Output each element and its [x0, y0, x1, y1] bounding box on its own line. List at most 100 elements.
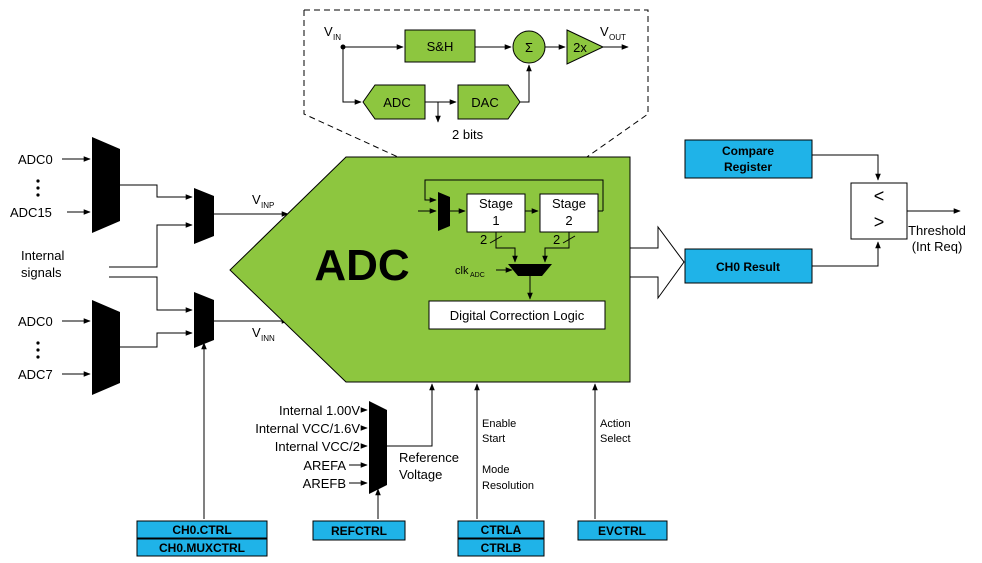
sh-block [404, 29, 476, 63]
compare-register-line2: Register [724, 160, 772, 174]
stage1-line1: Stage [479, 196, 513, 211]
ctrla-signal-start: Start [482, 433, 505, 445]
vinn-label: V INN [252, 325, 275, 343]
ellipsis-dot [36, 341, 40, 345]
ref-option-arefb: AREFB [303, 476, 346, 491]
gain-label: 2x [573, 40, 587, 55]
zoom-dac-label: DAC [471, 95, 498, 110]
zoom-vin-label: V IN [324, 24, 341, 42]
zoom-vin: V [324, 24, 333, 39]
refctrl-register [312, 520, 406, 541]
vinp-sub: INP [261, 201, 274, 210]
ctrla-signal-mode: Mode [482, 464, 510, 476]
evctrl-signal-select: Select [600, 433, 631, 445]
ctrla-signal-enable: Enable [482, 418, 516, 430]
bus1-width: 2 [480, 232, 487, 247]
wire-stage-feedback [424, 179, 604, 203]
ref-option-1v: Internal 1.00V [279, 403, 360, 418]
result-output-arrow [629, 225, 685, 300]
ellipsis-dot [36, 355, 40, 359]
threshold-line1: Threshold [908, 223, 966, 238]
zoom-adc-label: ADC [383, 95, 410, 110]
comparator-lt: < [874, 186, 885, 206]
compare-register-line1: Compare [722, 144, 774, 158]
ch0-muxctrl-label: CH0.MUXCTRL [159, 541, 245, 555]
stage-input-mux [438, 192, 450, 231]
stage2-line1: Stage [552, 196, 586, 211]
ref-option-vcc2: Internal VCC/2 [275, 439, 360, 454]
sum-label: Σ [525, 40, 533, 55]
ch0-result-label: CH0 Result [716, 260, 780, 274]
ref-option-arefa: AREFA [303, 458, 346, 473]
stage2-line2: 2 [565, 213, 572, 228]
inn-mux [194, 292, 214, 348]
reference-label-line2: Voltage [399, 467, 442, 482]
clk-sub: ADC [470, 272, 485, 279]
wire-result-compare [812, 241, 881, 267]
wire-reference [387, 383, 435, 447]
compare-register [684, 139, 813, 179]
stage1-line2: 1 [492, 213, 499, 228]
bottom-input-mux [92, 300, 120, 395]
vinn-sub: INN [261, 334, 275, 343]
clk-adc-label: clk ADC [455, 265, 485, 279]
internal-signals-line1: Internal [21, 248, 64, 263]
gain-amplifier [566, 29, 605, 65]
ctrla-label: CTRLA [481, 523, 522, 537]
input-adc15: ADC15 [10, 205, 52, 220]
ellipsis-dot [36, 179, 40, 183]
adc-title: ADC [314, 241, 409, 290]
wire-dac-sum [520, 64, 532, 103]
evctrl-signal-action: Action [600, 418, 631, 430]
zoom-vin-sub: IN [333, 33, 341, 42]
threshold-line2: (Int Req) [912, 239, 963, 254]
wire-bottom-mux-inn [120, 330, 193, 348]
wire-internal-inp [109, 222, 193, 268]
ch0-muxctrl-register [136, 538, 268, 557]
stage1-block [466, 193, 526, 233]
zoom-bits-label: 2 bits [452, 127, 484, 142]
stage2-block [539, 193, 599, 233]
ctrla-register [457, 520, 545, 539]
wire-compare-reg [812, 154, 881, 181]
input-adc7: ADC7 [18, 367, 53, 382]
reference-label-line1: Reference [399, 450, 459, 465]
ch0-ctrl-label: CH0.CTRL [172, 523, 231, 537]
digital-correction-block [428, 300, 606, 330]
ch0-ctrl-register [136, 520, 268, 539]
adc-main-block [229, 156, 631, 383]
vinp-v: V [252, 192, 261, 207]
input-adc0-bottom: ADC0 [18, 314, 53, 329]
vinn-v: V [252, 325, 261, 340]
ref-option-vcc16: Internal VCC/1.6V [255, 421, 360, 436]
wire-vin-adc [342, 47, 362, 105]
comparator-gt: > [874, 212, 885, 232]
ch0-result-register [684, 248, 813, 284]
ellipsis-dot [36, 348, 40, 352]
ellipsis-dot [36, 193, 40, 197]
refctrl-label: REFCTRL [331, 524, 387, 538]
clk-latch [508, 264, 552, 276]
wire-top-mux-inp [120, 184, 193, 200]
clk-text: clk [455, 265, 469, 277]
evctrl-label: EVCTRL [598, 524, 646, 538]
top-input-mux [92, 137, 120, 233]
bus-slash-1 [489, 235, 503, 244]
input-adc0-top: ADC0 [18, 152, 53, 167]
digital-correction-label: Digital Correction Logic [450, 308, 585, 323]
inp-mux [194, 188, 214, 244]
reference-mux [369, 401, 387, 494]
internal-signals-line2: signals [21, 265, 62, 280]
bus-slash-2 [562, 235, 576, 244]
vinp-label: V INP [252, 192, 274, 210]
zoom-dac-block [457, 84, 521, 120]
comparator-block [850, 182, 908, 240]
zoom-vout: V [600, 24, 609, 39]
ctrlb-register [457, 538, 545, 557]
sh-label: S&H [427, 39, 454, 54]
evctrl-register [577, 520, 668, 541]
ctrlb-label: CTRLB [481, 541, 522, 555]
ellipsis-dot [36, 186, 40, 190]
zoom-vout-label: V OUT [600, 24, 626, 42]
